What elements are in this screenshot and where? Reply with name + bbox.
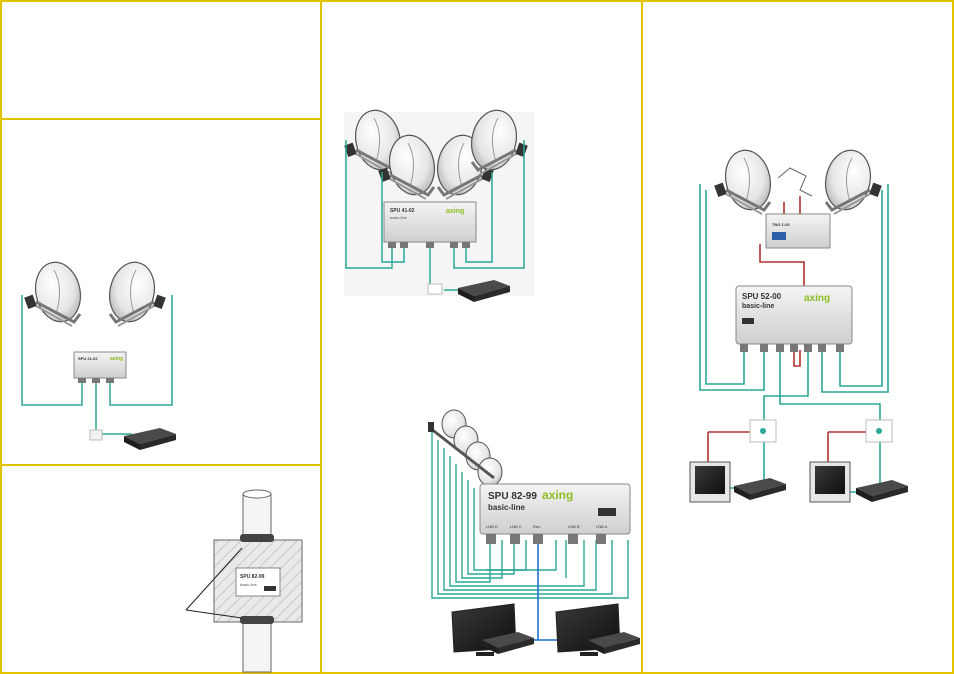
tv-icon bbox=[689, 461, 731, 503]
wall-socket-icon bbox=[427, 283, 443, 295]
satellite-dish-icon bbox=[22, 256, 88, 328]
port-label: LNB A bbox=[596, 524, 608, 529]
satellite-dish-icon bbox=[820, 146, 882, 214]
multiswitch-icon: SPU 21-02 axing bbox=[73, 351, 127, 383]
port-label: LNB B bbox=[568, 524, 580, 529]
lnb-icon bbox=[428, 409, 503, 487]
lnb-stack-setup: SPU 82-99 basic-line axing LNB D LNB C R… bbox=[428, 409, 640, 656]
twin-dish-setup: SPU 21-02 axing bbox=[21, 256, 176, 450]
switch-right-brand: axing bbox=[804, 293, 830, 304]
switch-top-line: basic-line bbox=[390, 215, 408, 220]
tv-icon bbox=[809, 461, 851, 503]
port-label: LNB C bbox=[510, 524, 522, 529]
mount-model: SPU 82-99 bbox=[240, 574, 265, 580]
multiswitch-icon: SPU 82-99 basic-line axing LNB D LNB C R… bbox=[479, 483, 631, 544]
quad-dish-setup: SPU 41-02 basic-line axing bbox=[342, 104, 534, 302]
port-label: LNB D bbox=[486, 524, 498, 529]
switch-bottom-brand: axing bbox=[542, 488, 573, 502]
mount-line: basic-line bbox=[240, 582, 258, 587]
switch-right-model: SPU 52-00 bbox=[742, 292, 782, 301]
cascade-setup: TNG 1-00 SPU 52-00 basic-line axing bbox=[689, 144, 908, 503]
satellite-dish-icon bbox=[712, 144, 778, 216]
multiswitch-icon: SPU 41-02 basic-line axing bbox=[383, 201, 477, 248]
switch-top-model: SPU 41-02 bbox=[390, 208, 415, 214]
switch-right-line: basic-line bbox=[742, 303, 774, 310]
switch-top-brand: axing bbox=[446, 208, 464, 215]
mast-mount-illustration: SPU 82-99 basic-line bbox=[185, 489, 303, 673]
switch-left-brand: axing bbox=[110, 356, 123, 362]
port-label: Rec. bbox=[533, 524, 541, 529]
panel-right bbox=[641, 0, 954, 674]
wall-socket-icon bbox=[89, 429, 103, 441]
receiver-icon bbox=[856, 480, 908, 502]
psu-model: TNG 1-00 bbox=[772, 222, 790, 227]
receiver-icon bbox=[734, 478, 786, 500]
multiswitch-icon: SPU 52-00 basic-line axing bbox=[735, 285, 853, 352]
switch-bottom-line: basic-line bbox=[488, 503, 525, 512]
receiver-icon bbox=[124, 428, 176, 450]
multiswitch-icon bbox=[235, 567, 281, 597]
switch-bottom-model: SPU 82-99 bbox=[488, 491, 537, 502]
power-supply-icon: TNG 1-00 bbox=[765, 213, 831, 249]
satellite-dish-icon bbox=[104, 258, 166, 326]
switch-left-model: SPU 21-02 bbox=[78, 356, 98, 361]
